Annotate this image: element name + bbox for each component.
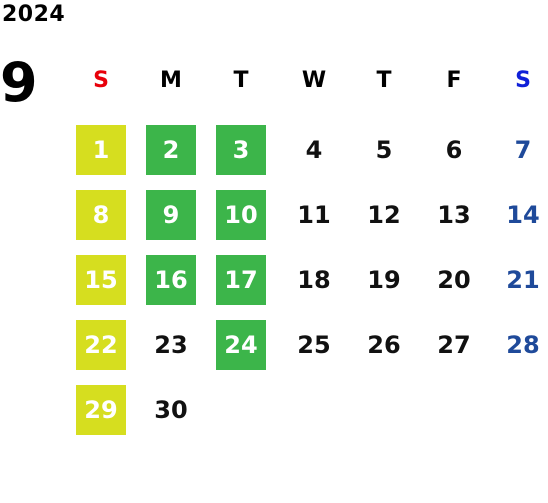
weekday-sunday: S [93,68,109,93]
day-cell-23[interactable]: 23 [154,331,188,359]
weekday-thursday: T [376,68,392,93]
year-label: 2024 [2,2,66,27]
weekday-friday: F [446,68,462,93]
day-cell-28[interactable]: 28 [506,331,540,359]
day-cell-8[interactable]: 8 [76,190,126,240]
day-cell-24[interactable]: 24 [216,320,266,370]
day-cell-5[interactable]: 5 [375,136,393,164]
day-cell-1[interactable]: 1 [76,125,126,175]
day-cell-10[interactable]: 10 [216,190,266,240]
day-cell-27[interactable]: 27 [437,331,471,359]
day-cell-21[interactable]: 21 [506,266,540,294]
day-cell-20[interactable]: 20 [437,266,471,294]
day-cell-14[interactable]: 14 [506,201,540,229]
day-cell-12[interactable]: 12 [367,201,401,229]
weekday-wednesday: W [301,68,327,93]
day-cell-4[interactable]: 4 [305,136,323,164]
day-cell-18[interactable]: 18 [297,266,331,294]
day-cell-15[interactable]: 15 [76,255,126,305]
weekday-monday: M [160,68,182,93]
day-cell-3[interactable]: 3 [216,125,266,175]
day-cell-29[interactable]: 29 [76,385,126,435]
day-cell-11[interactable]: 11 [297,201,331,229]
weekday-saturday: S [515,68,531,93]
day-cell-9[interactable]: 9 [146,190,196,240]
day-cell-26[interactable]: 26 [367,331,401,359]
day-cell-19[interactable]: 19 [367,266,401,294]
day-cell-22[interactable]: 22 [76,320,126,370]
day-cell-7[interactable]: 7 [514,136,532,164]
day-cell-30[interactable]: 30 [154,396,188,424]
day-cell-2[interactable]: 2 [146,125,196,175]
day-cell-25[interactable]: 25 [297,331,331,359]
day-cell-13[interactable]: 13 [437,201,471,229]
day-cell-17[interactable]: 17 [216,255,266,305]
weekday-tuesday: T [233,68,249,93]
month-number: 9 [0,51,38,114]
day-cell-6[interactable]: 6 [445,136,463,164]
day-cell-16[interactable]: 16 [146,255,196,305]
